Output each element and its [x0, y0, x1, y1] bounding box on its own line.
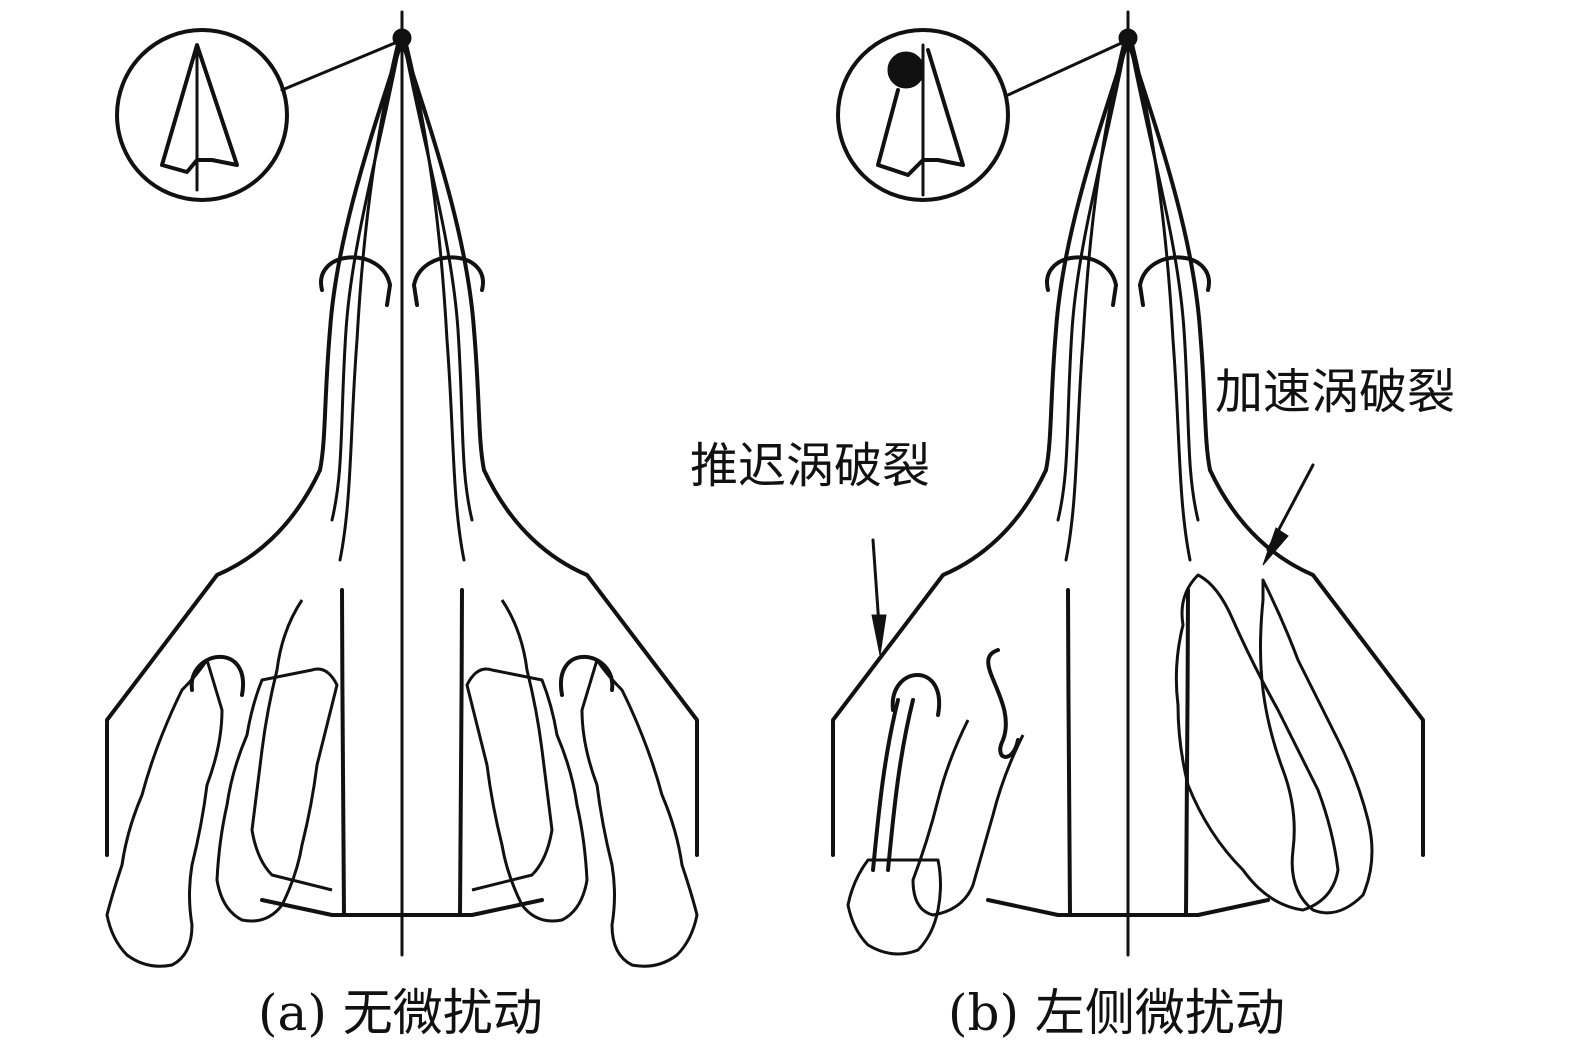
vortex-core-left-b: [886, 698, 915, 872]
panel-a-aircraft: [105, 10, 699, 968]
burst-region-right-large: [1174, 573, 1340, 912]
arrow-accelerated-breakdown: [1262, 463, 1315, 566]
burst-region-left-mid: [215, 667, 339, 923]
inset-leader-line: [1006, 38, 1130, 97]
burst-region-left-inner: [911, 719, 1025, 917]
annotation-delayed-breakdown: 推迟涡破裂: [690, 438, 931, 494]
burst-region-right-mid: [465, 667, 589, 923]
wing-vortex-curl-right: [558, 654, 615, 697]
burst-region-right-outer: [580, 658, 699, 968]
arrow-delayed-breakdown: [871, 538, 887, 656]
caption-panel-b: (b) 左侧微扰动: [948, 984, 1285, 1042]
burst-region-left-outer: [105, 658, 224, 968]
inset-leader-line: [280, 38, 404, 92]
vortex-core-twisted: [986, 648, 1020, 759]
burst-region-right-outer: [1259, 578, 1374, 915]
vortex-core-left-a: [871, 698, 900, 872]
burst-region-left: [846, 858, 942, 956]
wing-vortex-curl-left: [189, 654, 246, 697]
burst-region-right-inner: [471, 599, 554, 892]
panel-b-aircraft: [831, 10, 1425, 957]
perturbation-dot: [887, 51, 925, 89]
burst-region-left-inner: [250, 599, 333, 892]
inset-apex-no-perturbation: [115, 28, 289, 202]
inset-apex-left-perturbation: [836, 28, 1010, 202]
wing-vortex-curl-left: [890, 673, 942, 717]
annotation-accelerated-breakdown: 加速涡破裂: [1215, 364, 1456, 420]
caption-panel-a: (a) 无微扰动: [258, 984, 543, 1042]
